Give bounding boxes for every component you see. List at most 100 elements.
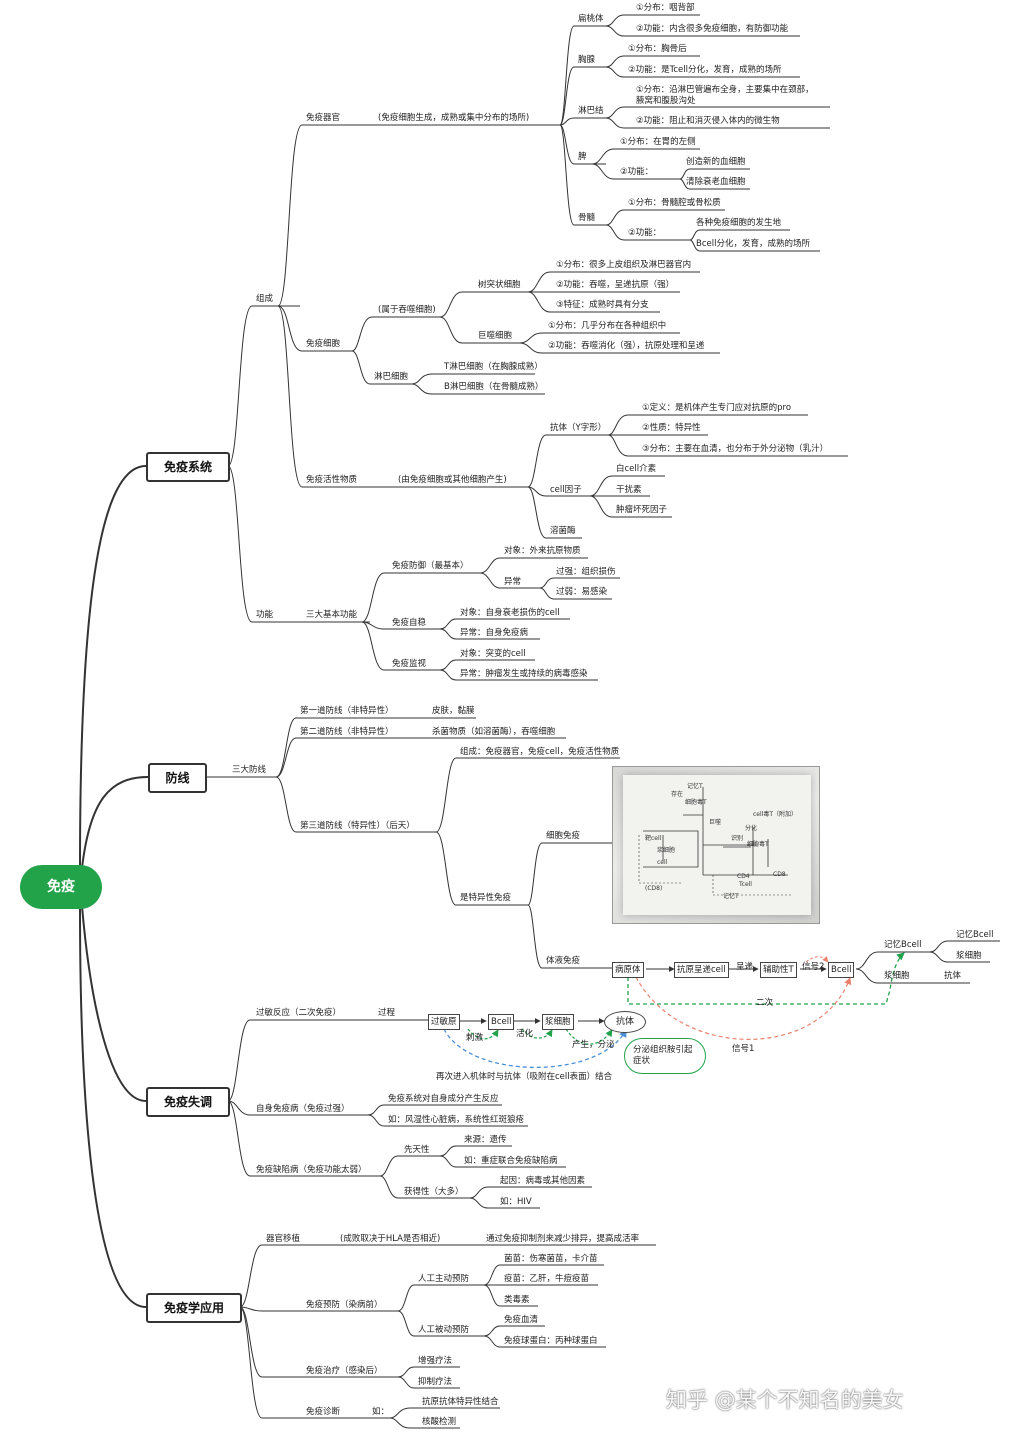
photo-paper: 存在 记忆T 细胞毒T cell毒T（附加） 靶cell 浆细胞 巨噬 识别 c… [623,775,811,915]
composition-node[interactable]: 组成 [256,294,274,304]
prevention-node[interactable]: 免疫预防（染病前） [306,1300,383,1310]
cytokine-d2: 干扰素 [616,485,642,495]
acquired-node[interactable]: 获得性（大多） [404,1187,464,1197]
flow-memory-bcell[interactable]: 记忆Bcell [884,940,922,950]
photo-note-8: 识别 [731,835,744,842]
cytokine-d3: 肿瘤坏死因子 [616,505,668,515]
active-prevention-node[interactable]: 人工主动预防 [418,1274,470,1284]
flow-signal2-label: 信号2 [802,962,825,972]
flow-plasma[interactable]: 浆细胞 [884,971,910,981]
diagnosis-d2: 核酸检测 [422,1417,457,1427]
marrow-func-2: Bcell分化，发育，成熟的场所 [696,239,810,249]
cells-node[interactable]: 免疫细胞 [306,339,341,349]
cellular-immunity-node[interactable]: 细胞免疫 [546,831,581,841]
flow-helper-t[interactable]: 辅助性T [760,962,797,978]
flow-antibody: 抗体 [944,971,962,981]
active-prevention-d3: 类毒素 [504,1295,530,1305]
third-line-composition: 组成：免疫器官，免疫cell，免疫活性物质 [460,747,620,757]
antibody-d3: ③分布：主要在血清，也分布于外分泌物（乳汁） [642,444,829,454]
photo-note-13: Tcell [739,881,752,888]
flow-bcell[interactable]: Bcell [828,962,855,978]
allergy-stimulate-label: 刺激 [466,1033,484,1043]
surveillance-func-node[interactable]: 免疫监视 [392,659,427,669]
allergy-node[interactable]: 过敏反应（二次免疫） [256,1008,342,1018]
allergy-process[interactable]: 过程 [378,1008,396,1018]
diagnosis-node[interactable]: 免疫诊断 [306,1407,341,1417]
allergy-antibody[interactable]: 抗体 [604,1011,646,1033]
photo-note-9: cell [657,859,668,866]
transplant-d2: 通过免疫抑制剂来减少排异，提高成活率 [486,1234,640,1244]
branch-defense-lines[interactable]: 防线 [148,763,207,793]
tonsil-node[interactable]: 扁桃体 [578,14,604,24]
flow-pathogen[interactable]: 病原体 [612,962,644,978]
third-line-node[interactable]: 第三道防线（特异性）（后天） [300,821,415,831]
passive-prevention-node[interactable]: 人工被动预防 [418,1325,470,1335]
flow-second-time-label: 二次 [756,998,774,1008]
cytokine-node[interactable]: cell因子 [550,485,582,495]
tonsil-func: ②功能：内含很多免疫细胞，有防御功能 [636,24,789,34]
photo-note-1: 存在 [671,791,684,798]
flow-present-label: 呈递 [736,962,754,972]
spleen-node[interactable]: 脾 [578,152,587,162]
transplant-d1: (成败取决于HLA是否相近) [340,1234,441,1244]
photo-note-6: 浆细胞 [657,847,676,854]
treatment-node[interactable]: 免疫治疗（感染后） [306,1366,383,1376]
congenital-node[interactable]: 先天性 [404,1145,430,1155]
flow-memory-bcell-2: 记忆Bcell [956,930,994,940]
allergy-plasma[interactable]: 浆细胞 [542,1014,574,1030]
dendritic-node[interactable]: 树突状细胞 [478,280,521,290]
flow-plasma-2: 浆细胞 [956,951,982,961]
lymph-node[interactable]: 淋巴结 [578,106,604,116]
humoral-immunity-node[interactable]: 体液免疫 [546,956,581,966]
spleen-dist: ①分布：在胃的左侧 [620,137,696,147]
defense-func-node[interactable]: 免疫防御（最基本） [392,561,469,571]
cellular-immunity-photo: 存在 记忆T 细胞毒T cell毒T（附加） 靶cell 浆细胞 巨噬 识别 c… [612,766,820,924]
function-node[interactable]: 功能 [256,610,274,620]
stability-func-node[interactable]: 免疫自稳 [392,618,427,628]
acquired-d1: 起因：病毒或其他因素 [500,1176,586,1186]
three-functions-node[interactable]: 三大基本功能 [306,610,358,620]
marrow-dist: ①分布：骨髓腔或骨松质 [628,198,721,208]
treatment-d2: 抑制疗法 [418,1377,453,1387]
organs-desc: (免疫细胞生成，成熟或集中分布的场所) [378,113,530,123]
specific-immunity-node[interactable]: 是特异性免疫 [460,893,512,903]
flow-apc[interactable]: 抗原呈递cell [674,962,729,978]
lymphocyte-node[interactable]: 淋巴细胞 [374,372,409,382]
photo-note-15: (CD8) [645,885,663,892]
defense-func-abnormal[interactable]: 异常 [504,577,522,587]
branch-immune-system[interactable]: 免疫系统 [146,452,230,482]
allergy-allergen[interactable]: 过敏原 [428,1014,460,1030]
branch-immune-disorder[interactable]: 免疫失调 [146,1087,230,1117]
photo-note-7: 巨噬 [709,819,722,826]
photo-note-4: cell毒T（附加） [753,811,797,818]
active-prevention-d1: 菌苗：伤寒菌苗，卡介苗 [504,1254,598,1264]
first-line-node[interactable]: 第一道防线（非特异性） [300,706,394,716]
thymus-node[interactable]: 胸腺 [578,55,596,65]
photo-note-3: 细胞毒T [685,799,707,806]
second-line-node[interactable]: 第二道防线（非特异性） [300,727,394,737]
autoimmune-node[interactable]: 自身免疫病（免疫过强） [256,1104,350,1114]
stability-func-abnormal: 异常：自身免疫病 [460,628,529,638]
b-lymphocyte: B淋巴细胞（在骨髓成熟） [444,382,544,392]
three-lines-node[interactable]: 三大防线 [232,765,267,775]
surveillance-func-abnormal: 异常：肿瘤发生或持续的病毒感染 [460,669,588,679]
transplant-node[interactable]: 器官移植 [266,1234,301,1244]
dendritic-d1: ①分布：很多上皮组织及淋巴器官内 [556,260,692,270]
lysozyme-node[interactable]: 溶菌酶 [550,526,576,536]
phagocyte-node[interactable]: (属于吞噬细胞) [378,305,436,315]
congenital-d2: 如：重症联合免疫缺陷病 [464,1156,558,1166]
root-node[interactable]: 免疫 [20,865,102,909]
macrophage-d2: ②功能：吞噬消化（强），抗原处理和呈递 [548,341,705,351]
organs-node[interactable]: 免疫器官 [306,113,341,123]
active-substance-node[interactable]: 免疫活性物质 [306,475,358,485]
deficiency-node[interactable]: 免疫缺陷病（免疫功能太弱） [256,1165,367,1175]
thymus-func: ②功能：是Tcell分化，发育，成熟的场所 [628,65,782,75]
branch-immune-application[interactable]: 免疫学应用 [146,1293,242,1323]
allergy-bcell[interactable]: Bcell [488,1014,515,1030]
marrow-node[interactable]: 骨髓 [578,213,596,223]
autoimmune-d1: 免疫系统对自身成分产生反应 [388,1094,499,1104]
cytokine-d1: 白cell介素 [616,464,657,474]
macrophage-node[interactable]: 巨噬细胞 [478,331,513,341]
defense-func-target: 对象：外来抗原物质 [504,546,581,556]
antibody-node[interactable]: 抗体（Y字形） [550,423,607,433]
